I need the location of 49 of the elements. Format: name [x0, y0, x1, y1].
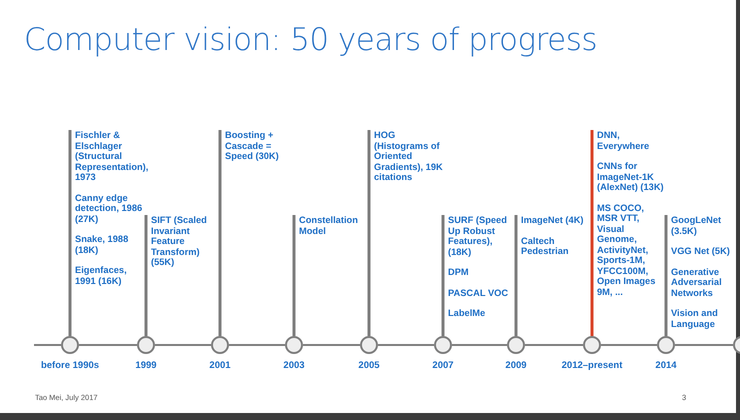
timeline-line: [34, 344, 61, 346]
event-text: Snake, 1988 (18K): [75, 234, 130, 255]
year-label: 2001: [208, 360, 232, 371]
timeline-line: [155, 344, 211, 346]
event-text: SURF (Speed Up Robust Features), (18K): [448, 215, 508, 257]
stem-line: [68, 130, 72, 336]
event-text: Canny edge detection, 1986 (27K): [75, 192, 144, 224]
stem-line: [664, 215, 668, 336]
event-text: Boosting + Cascade = Speed (30K): [225, 130, 280, 162]
slide-title: Computer vision: 50 years of progress: [24, 22, 598, 58]
event-text: Generative Adversarial Networks: [671, 266, 723, 298]
event-text: MS COCO, MSR VTT, Visual Genome, ActivityNet, Sports-1M, YFCC100M, Open Images 9M, ...: [597, 202, 656, 297]
event-text: HOG (Histograms of Oriented Gradients), 19K citations: [374, 130, 443, 182]
timeline-line: [675, 344, 733, 346]
stem-line: [590, 130, 594, 336]
event-text: Caltech Pedestrian: [521, 236, 570, 256]
year-label: 2005: [357, 360, 381, 371]
event-text: Eigenfaces, 1991 (16K): [75, 265, 128, 286]
year-label: 2009: [504, 360, 528, 371]
event-text: ImageNet (4K): [521, 215, 585, 226]
year-label: 2003: [282, 360, 306, 371]
event-text: Vision and Language: [671, 308, 719, 329]
timeline-line: [79, 344, 137, 346]
timeline-line: [525, 344, 583, 346]
stem-line: [144, 215, 148, 336]
year-label: 2007: [431, 360, 455, 371]
timeline-line: [303, 344, 360, 346]
timeline-line: [601, 344, 657, 346]
stem-line: [368, 130, 370, 336]
year-label: 1999: [134, 360, 158, 371]
event-text: LabelMe: [448, 308, 486, 318]
event-text: PASCAL VOC: [448, 288, 510, 298]
stem-line: [218, 130, 222, 336]
stem-line: [442, 215, 444, 336]
timeline-line: [452, 344, 507, 346]
event-text: GoogLeNet (3.5K): [671, 215, 722, 236]
timeline-line: [229, 344, 285, 346]
event-text: DNN, Everywhere: [597, 130, 650, 151]
timeline-line: [378, 344, 434, 346]
year-label: 2012–present: [560, 360, 624, 371]
event-text: SIFT (Scaled Invariant Feature Transform) (55K): [151, 215, 208, 268]
year-label: 2014: [654, 360, 678, 371]
event-text: VGG Net (5K): [671, 246, 731, 256]
event-text: Constellation Model: [299, 215, 359, 236]
stem-line: [514, 215, 518, 336]
year-label: before 1990s: [40, 360, 100, 371]
event-text: CNNs for ImageNet-1K (AlexNet) (13K): [597, 161, 665, 192]
stem-line: [292, 215, 296, 336]
event-text: DPM: [448, 267, 470, 278]
